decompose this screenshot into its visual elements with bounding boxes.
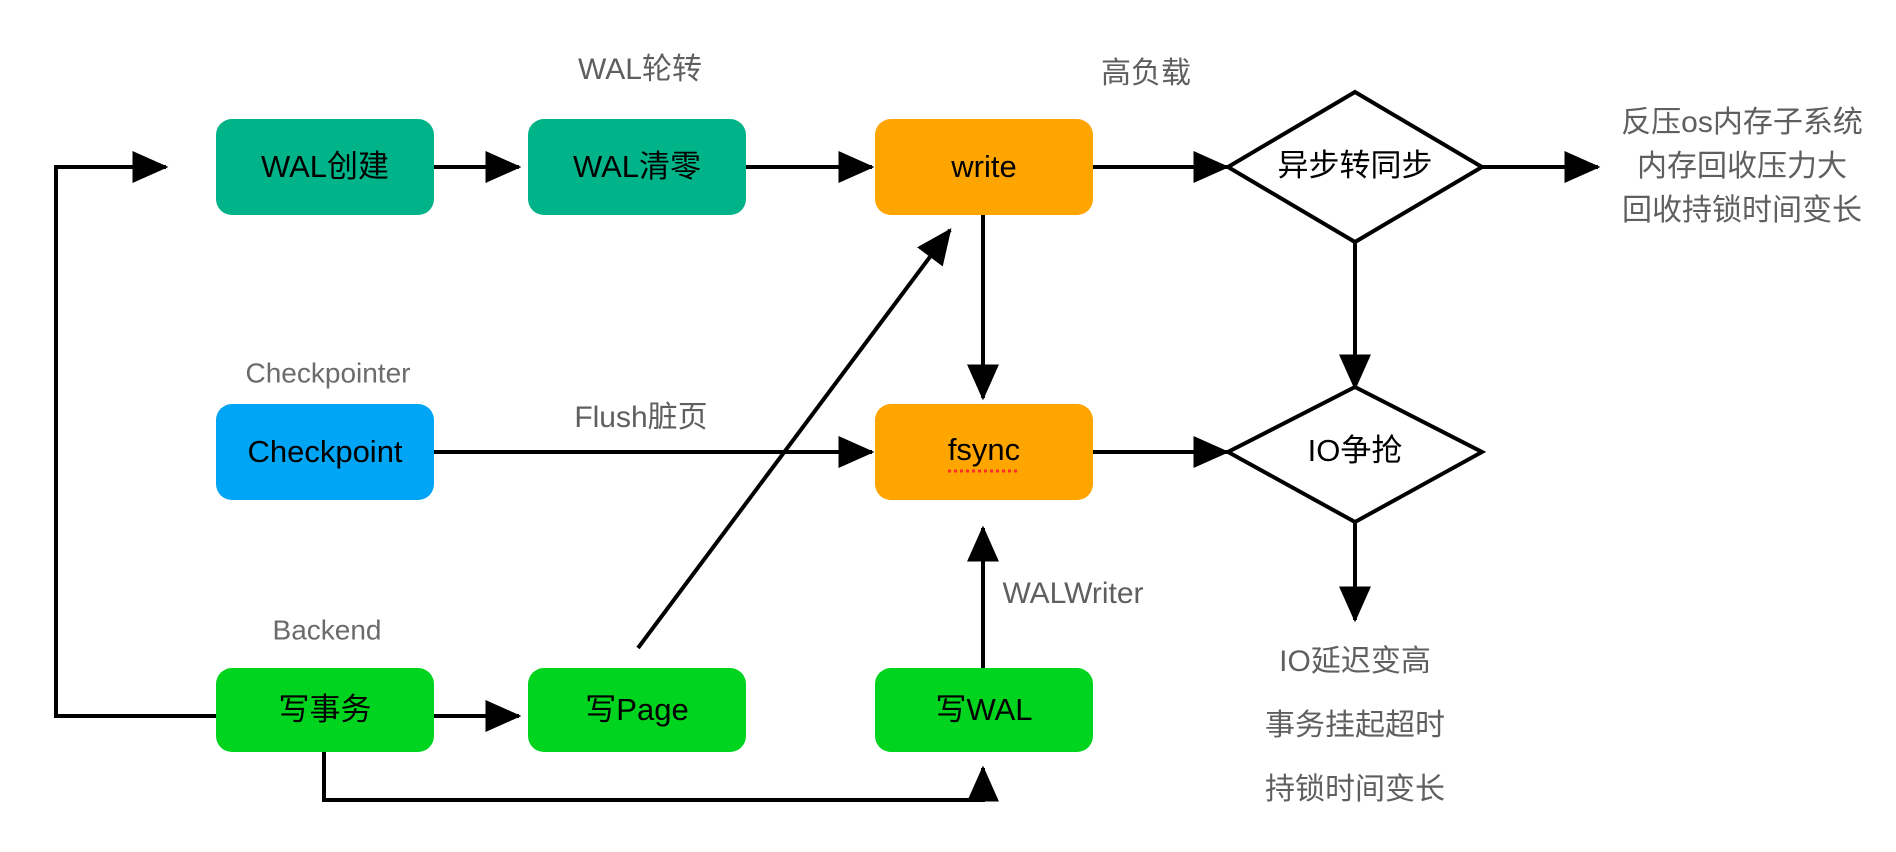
group-label-backend: Backend	[273, 614, 382, 645]
node-wal-zero-label: WAL清零	[573, 149, 701, 184]
node-wal-create-label: WAL创建	[261, 149, 389, 184]
note-memory-pressure: 反压os内存子系统 内存回收压力大 回收持锁时间变长	[1621, 106, 1863, 227]
edge-label-flush-dirty-pages: Flush脏页	[574, 401, 707, 434]
node-write-shape[interactable]	[875, 119, 1093, 215]
node-write-page[interactable]: 写Page	[528, 668, 746, 752]
note-io-impact-line-2: 事务挂起超时	[1265, 709, 1445, 742]
node-fsync-shape[interactable]	[875, 404, 1093, 500]
note-io-impact-line-1: IO延迟变高	[1279, 645, 1431, 678]
node-write-txn-label: 写事务	[279, 692, 372, 727]
node-wal-create-shape[interactable]	[216, 119, 434, 215]
node-write-wal[interactable]: 写WAL	[875, 668, 1093, 752]
note-io-impact: IO延迟变高 事务挂起超时 持锁时间变长	[1265, 645, 1445, 806]
node-async-to-sync[interactable]: 异步转同步	[1224, 89, 1486, 245]
node-write-txn[interactable]: 写事务	[216, 668, 434, 752]
edges-layer	[54, 151, 1601, 802]
node-write-page-shape[interactable]	[528, 668, 746, 752]
node-write-wal-label: 写WAL	[935, 692, 1032, 727]
edge-write-txn-to-wal-create	[54, 151, 216, 718]
node-write-txn-shape[interactable]	[216, 668, 434, 752]
node-checkpoint-label: Checkpoint	[247, 434, 402, 469]
node-wal-create[interactable]: WAL创建	[216, 119, 434, 215]
note-memory-pressure-line-1: 反压os内存子系统	[1621, 106, 1863, 139]
edge-write-page-to-write	[636, 228, 952, 650]
node-wal-zero[interactable]: WAL清零	[528, 119, 746, 215]
node-fsync-label: fsync	[948, 432, 1020, 467]
node-io-contention-label: IO争抢	[1308, 433, 1403, 468]
note-io-impact-line-3: 持锁时间变长	[1265, 773, 1445, 806]
node-async-to-sync-shape[interactable]	[1224, 89, 1486, 245]
node-async-to-sync-label: 异步转同步	[1278, 148, 1433, 183]
note-memory-pressure-line-3: 回收持锁时间变长	[1622, 194, 1862, 227]
node-checkpoint[interactable]: Checkpoint	[216, 404, 434, 500]
node-write[interactable]: write	[875, 119, 1093, 215]
node-write-wal-shape[interactable]	[875, 668, 1093, 752]
edge-write-txn-to-write-wal	[322, 752, 999, 802]
node-io-contention[interactable]: IO争抢	[1223, 384, 1487, 525]
edge-label-wal-rotate: WAL轮转	[578, 53, 702, 86]
node-io-contention-shape[interactable]	[1223, 384, 1487, 525]
node-wal-zero-shape[interactable]	[528, 119, 746, 215]
group-label-checkpointer: Checkpointer	[246, 357, 411, 388]
edge-label-walwriter: WALWriter	[1002, 577, 1143, 610]
node-write-page-label: 写Page	[585, 692, 688, 727]
node-fsync[interactable]: fsync	[875, 404, 1093, 500]
node-checkpoint-shape[interactable]	[216, 404, 434, 500]
note-memory-pressure-line-2: 内存回收压力大	[1637, 150, 1847, 183]
edge-label-high-load: 高负载	[1101, 57, 1191, 90]
node-write-label: write	[950, 149, 1016, 184]
